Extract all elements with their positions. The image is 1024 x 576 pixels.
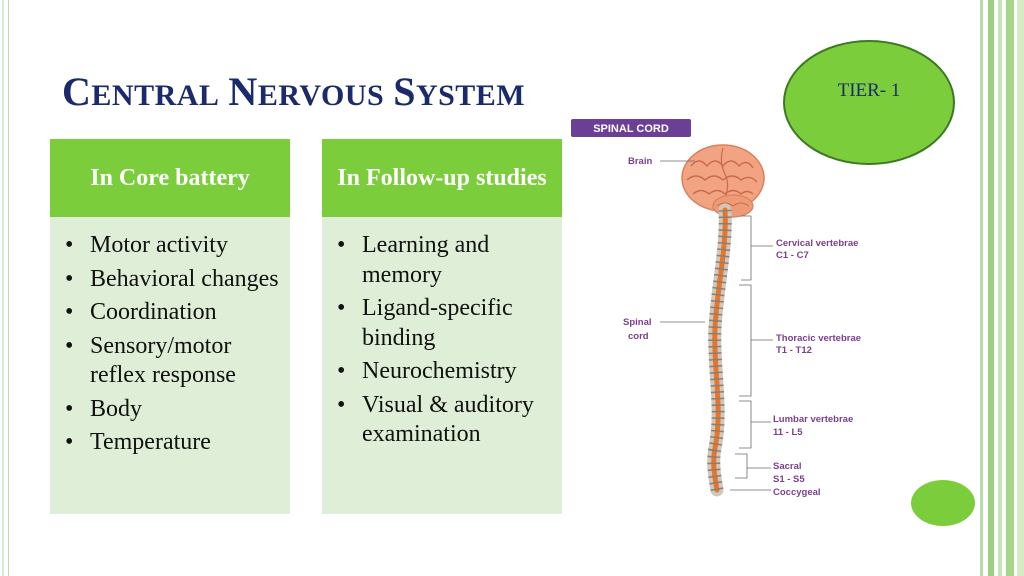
list-item: • Temperature — [63, 428, 280, 458]
follow-up-column: In Follow-up studies • Learning and memor… — [322, 139, 562, 514]
list-item-text: Motor activity — [90, 232, 228, 258]
brain-label: Brain — [628, 156, 652, 167]
list-item: • Motor activity — [63, 231, 280, 261]
list-item-text: Body — [90, 395, 143, 422]
bullet: • — [65, 265, 74, 292]
list-item: • Behavioral changes — [63, 265, 280, 295]
spinal-cord-badge — [571, 119, 691, 137]
thoracic-range-label: T1 - T12 — [776, 345, 812, 356]
list-item: • Visual & auditory examination — [335, 391, 552, 450]
list-item-text: Sensory/motor reflex response — [90, 332, 236, 389]
badge-text: SPINAL CORD — [593, 123, 669, 135]
core-battery-column: In Core battery • Motor activity • Behavio… — [50, 139, 290, 514]
decorative-dot — [911, 480, 975, 526]
slide-left-border — [0, 0, 9, 576]
bullet: • — [65, 232, 74, 258]
core-battery-list: • Motor activity • Behavioral changes • Coo… — [50, 231, 290, 458]
list-item-text: Temperature — [90, 429, 211, 455]
list-item: • Ligand-specific binding — [335, 294, 552, 353]
decorative-stripes — [976, 0, 1024, 576]
bullet: • — [337, 358, 346, 384]
tier-badge: TIER- 1 — [783, 40, 955, 165]
slide-title: Central Nervous System — [62, 68, 525, 115]
sacral-label: Sacral — [773, 461, 802, 472]
list-item: • Neurochemistry — [335, 357, 552, 387]
lumbar-range-label: 11 - L5 — [773, 427, 803, 438]
title-cap: C — [62, 69, 92, 114]
spinal-label: Spinal — [623, 317, 652, 328]
title-cap: N — [228, 69, 258, 114]
spinal-cord-diagram: SPINAL CORD Brain Spinal cord Cervical v… — [571, 119, 861, 498]
list-item-text: Coordination — [90, 299, 217, 325]
title-text: ervous — [257, 79, 385, 112]
title-text: entral — [91, 79, 220, 112]
cervical-range-label: C1 - C7 — [776, 250, 809, 261]
list-item-text: Ligand-specific binding — [362, 295, 513, 351]
sacral-range-label: S1 - S5 — [773, 474, 805, 485]
list-item: • Sensory/motor reflex response — [63, 332, 280, 391]
bullet: • — [65, 332, 74, 359]
list-item: • Body — [63, 395, 280, 425]
vertebra-separators — [707, 209, 732, 492]
brain-illustration — [681, 144, 765, 218]
column-heading: In Core battery — [50, 139, 290, 217]
thoracic-label: Thoracic vertebrae — [776, 333, 861, 344]
bullet: • — [337, 295, 346, 321]
list-item-text: Visual & auditory examination — [362, 391, 534, 448]
list-item-text: Behavioral changes — [90, 265, 279, 292]
bullet: • — [65, 395, 74, 422]
list-item: • Learning and memory — [335, 231, 552, 290]
cervical-label: Cervical vertebrae — [776, 238, 858, 249]
list-item-text: Learning and memory — [362, 232, 490, 288]
list-item: • Coordination — [63, 298, 280, 328]
bullet: • — [65, 299, 74, 325]
nerve-brackets — [660, 160, 773, 491]
bullet: • — [65, 429, 74, 455]
coccygeal-label: Coccygeal — [773, 487, 821, 498]
list-item-text: Neurochemistry — [362, 358, 517, 384]
follow-up-list: • Learning and memory • Ligand-specific bi… — [322, 231, 562, 450]
bullet: • — [337, 232, 346, 258]
title-text: ystem — [415, 79, 526, 112]
column-heading: In Follow-up studies — [322, 139, 562, 217]
cord-label: cord — [628, 331, 649, 342]
lumbar-label: Lumbar vertebrae — [773, 414, 853, 425]
title-cap: S — [393, 69, 416, 114]
bullet: • — [337, 391, 346, 418]
tier-label: TIER- 1 — [837, 80, 901, 101]
